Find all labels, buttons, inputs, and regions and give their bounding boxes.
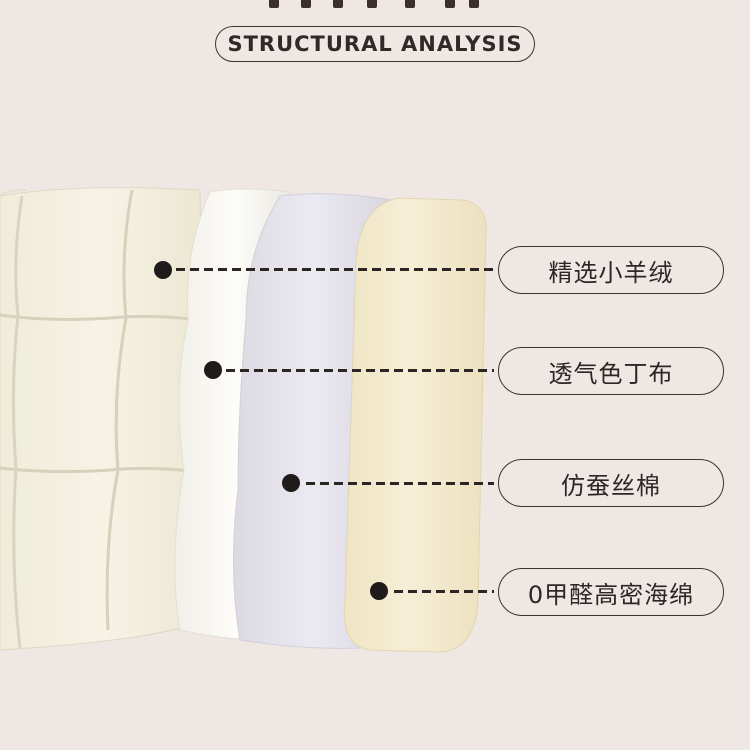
callout-dot-2 [204, 361, 222, 379]
layer-label-badge-3: 仿蚕丝棉 [498, 459, 724, 507]
layer-label-badge-1: 精选小羊绒 [498, 246, 724, 294]
callout-line-3 [306, 482, 494, 485]
layer-label-badge-4: 0甲醛高密海绵 [498, 568, 724, 616]
leather-layer [0, 187, 206, 651]
callout-line-2 [226, 369, 494, 372]
layer-label-2: 透气色丁布 [548, 359, 674, 388]
callout-dot-3 [282, 474, 300, 492]
callout-dot-4 [370, 582, 388, 600]
cropped-heading-strokes [255, 0, 495, 8]
callout-dot-1 [154, 261, 172, 279]
layer-label-badge-2: 透气色丁布 [498, 347, 724, 395]
foam-layer [343, 197, 487, 653]
title-badge: STRUCTURAL ANALYSIS [215, 26, 535, 62]
layer-label-3: 仿蚕丝棉 [561, 471, 661, 500]
layer-label-4: 0甲醛高密海绵 [527, 580, 695, 609]
callout-line-4 [394, 590, 494, 593]
page-title: STRUCTURAL ANALYSIS [227, 32, 523, 56]
layer-label-1: 精选小羊绒 [548, 258, 674, 287]
callout-line-1 [176, 268, 494, 271]
